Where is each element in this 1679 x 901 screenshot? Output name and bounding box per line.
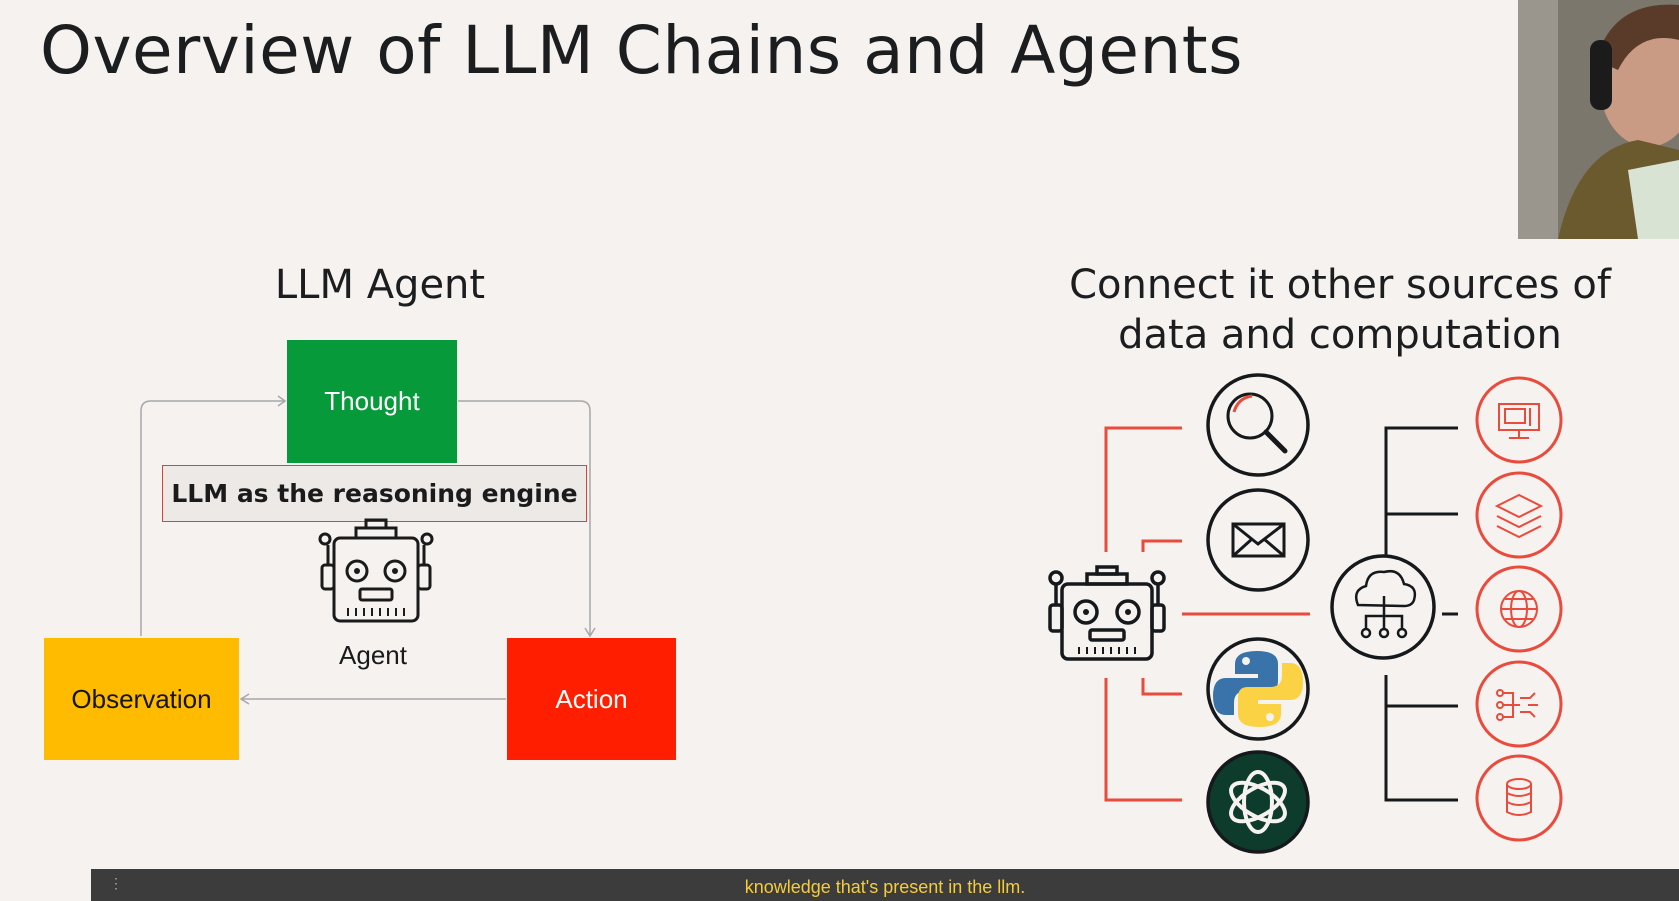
mail-icon xyxy=(1206,488,1310,592)
python-icon xyxy=(1206,637,1310,741)
observation-label: Observation xyxy=(71,683,212,714)
connect-sources-heading-line2: data and computation xyxy=(1118,312,1562,358)
globe-icon xyxy=(1475,565,1563,653)
layers-icon xyxy=(1475,471,1563,559)
observation-box: Observation xyxy=(44,638,239,760)
robot-right-icon xyxy=(1048,565,1166,661)
action-box: Action xyxy=(507,638,676,760)
connect-sources-heading-line1: Connect it other sources of xyxy=(1069,262,1611,308)
caption-text: knowledge that's present in the llm. xyxy=(744,877,1026,897)
webcam-video xyxy=(1518,0,1679,239)
thought-box: Thought xyxy=(287,340,457,463)
workflow-icon xyxy=(1475,660,1563,748)
presenter-silhouette xyxy=(1518,0,1679,239)
llm-agent-heading: LLM Agent xyxy=(274,262,486,308)
action-label: Action xyxy=(555,683,628,714)
openai-icon xyxy=(1206,750,1310,854)
code-monitor-icon xyxy=(1475,376,1563,464)
slide-title: Overview of LLM Chains and Agents xyxy=(40,12,1244,89)
search-icon xyxy=(1206,373,1310,477)
caption-bar: ⋮ knowledge that's present in the llm. xyxy=(91,869,1679,901)
database-icon xyxy=(1475,754,1563,842)
agent-label: Agent xyxy=(339,640,407,670)
cloud-network-icon xyxy=(1330,554,1436,660)
connect-sources-heading: Connect it other sources of data and com… xyxy=(1040,260,1640,360)
thought-label: Thought xyxy=(324,386,420,416)
